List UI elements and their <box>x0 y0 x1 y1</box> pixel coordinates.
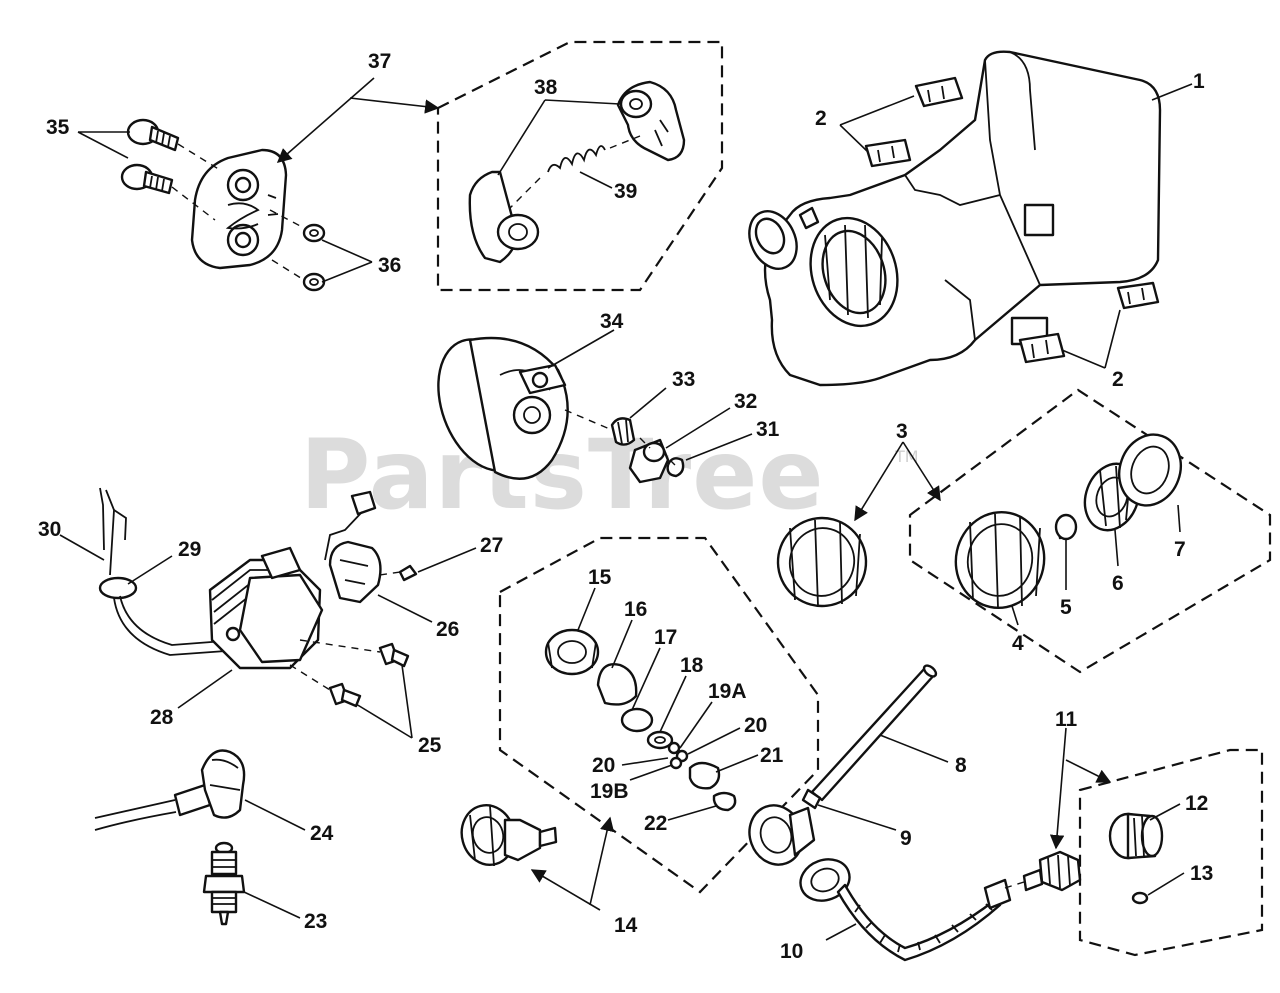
callout-10: 10 <box>780 940 803 963</box>
callout-26: 26 <box>436 618 459 641</box>
callout-19a: 19A <box>708 680 747 703</box>
callout-27: 27 <box>480 534 503 557</box>
callout-13: 13 <box>1190 862 1213 885</box>
clutch-washers-part <box>269 209 326 292</box>
callout-21: 21 <box>760 744 784 767</box>
spark-plug-boot-part <box>94 749 246 831</box>
callout-23: 23 <box>304 910 327 933</box>
callout-8: 8 <box>955 754 967 777</box>
callout-37: 37 <box>368 50 391 73</box>
spark-plug-part <box>202 841 246 926</box>
carburetor-kit-parts <box>544 628 737 812</box>
callout-39: 39 <box>614 180 637 203</box>
callout-11: 11 <box>1055 708 1078 731</box>
callout-3: 3 <box>896 420 908 443</box>
coil-mounting-screws-part <box>289 639 410 708</box>
fuel-line-part <box>810 664 938 802</box>
engine-housing-part <box>748 50 1162 387</box>
group-box-air-filter <box>908 388 1272 674</box>
fuel-tank-grommet-and-hose-part <box>799 858 1012 962</box>
clutch-spring-washer-part <box>564 409 685 484</box>
callout-25: 25 <box>418 734 442 757</box>
callout-6: 6 <box>1112 572 1124 595</box>
callout-12: 12 <box>1185 792 1208 815</box>
grommet-clip-upper <box>864 76 964 168</box>
callout-33: 33 <box>672 368 695 391</box>
callout-24: 24 <box>310 822 334 845</box>
ignition-wire-part <box>98 487 241 656</box>
callout-7: 7 <box>1174 538 1186 561</box>
air-filter-element-part <box>1054 433 1182 541</box>
carburetor-part <box>460 804 558 867</box>
callout-15: 15 <box>588 566 612 589</box>
ignition-coil-part <box>208 546 324 670</box>
fuel-filter-part <box>1004 850 1082 892</box>
leader-lines <box>59 77 1193 941</box>
callout-16: 16 <box>624 598 647 621</box>
ignition-switch-part <box>324 490 418 604</box>
callout-2a: 2 <box>815 107 827 130</box>
callout-22: 22 <box>644 812 667 835</box>
callout-1: 1 <box>1193 70 1205 93</box>
callout-31: 31 <box>756 418 780 441</box>
callout-4: 4 <box>1012 632 1024 655</box>
callout-35: 35 <box>46 116 70 139</box>
clutch-shoe-and-spring-part <box>468 80 686 264</box>
callout-38: 38 <box>534 76 558 99</box>
callout-labels: 1 2 2 3 4 5 6 7 8 9 10 11 12 13 14 15 16… <box>38 50 1213 963</box>
callout-17: 17 <box>654 626 677 649</box>
callout-20a: 20 <box>744 714 767 737</box>
callout-20b: 20 <box>592 754 615 777</box>
callout-36: 36 <box>378 254 401 277</box>
air-filter-housing-part <box>954 510 1046 610</box>
callout-2b: 2 <box>1112 368 1124 391</box>
callout-30: 30 <box>38 518 61 541</box>
callout-28: 28 <box>150 706 174 729</box>
clutch-assembly-part <box>190 148 288 270</box>
callout-34: 34 <box>600 310 624 333</box>
callout-14: 14 <box>614 914 638 937</box>
callout-18: 18 <box>680 654 704 677</box>
callout-9: 9 <box>900 827 912 850</box>
watermark-trademark: TM <box>894 447 919 466</box>
air-filter-cover-part <box>776 516 868 608</box>
callout-29: 29 <box>178 538 201 561</box>
grommet-clip-lower <box>1018 281 1160 364</box>
primer-bulb-part <box>748 788 822 866</box>
callout-5: 5 <box>1060 596 1072 619</box>
clutch-drum-part <box>437 336 569 480</box>
group-box-clutch-shoes <box>436 40 724 292</box>
fuel-filter-kit-parts <box>1108 812 1164 905</box>
clutch-bolts-part <box>120 118 221 221</box>
callout-19b: 19B <box>590 780 629 803</box>
callout-32: 32 <box>734 390 757 413</box>
group-box-carburetor-kit <box>498 536 820 894</box>
group-box-fuel-filter <box>1078 748 1264 957</box>
